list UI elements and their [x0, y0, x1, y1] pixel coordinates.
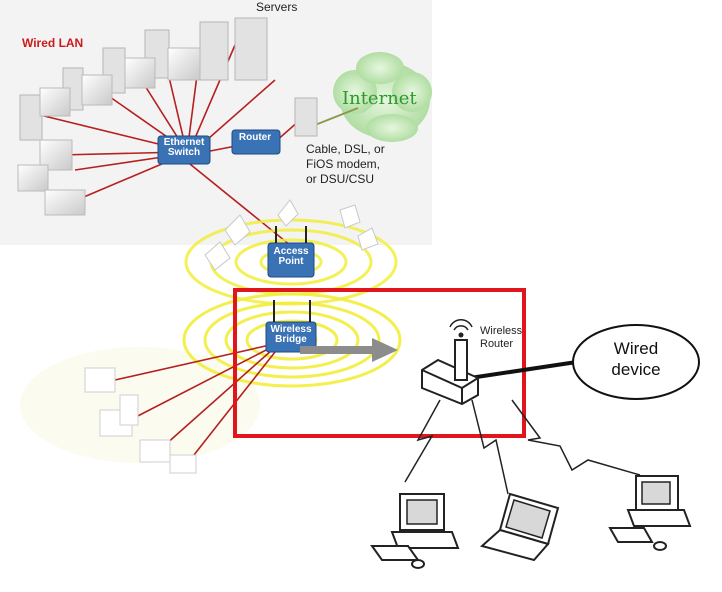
- bridge-lan-devices: [84, 367, 197, 474]
- access-point-label: Access Point: [273, 246, 309, 267]
- access-point-clients: [204, 199, 379, 271]
- laptop: [479, 492, 560, 562]
- bridge-lan-cables: [114, 344, 276, 461]
- wired-device-label: Wired device: [611, 339, 661, 379]
- internet-cloud: [333, 52, 432, 142]
- highlight-box: [233, 288, 526, 438]
- wired-device-bubble: [572, 324, 700, 400]
- router-wired-link: [469, 358, 591, 380]
- bridge-to-router-arrow: [300, 338, 398, 362]
- internet-label: Internet: [342, 88, 417, 109]
- server-monitors: [17, 47, 201, 216]
- bridge-lan-backdrop: [20, 347, 260, 463]
- wireless-bridge-label: Wireless Bridge: [270, 324, 312, 345]
- desktop-pc-right: [608, 475, 692, 551]
- server-towers: [19, 17, 318, 141]
- ethernet-switch: [157, 135, 211, 165]
- wireless-router: [421, 319, 479, 406]
- router-label: Router: [238, 132, 272, 143]
- desktop-pc-left: [370, 493, 460, 569]
- modem-label: Cable, DSL, or FiOS modem, or DSU/CSU: [306, 142, 385, 186]
- ethernet-switch-label: Ethernet Switch: [163, 137, 205, 158]
- router-box: [231, 129, 281, 155]
- modem-internet-link: [314, 107, 359, 126]
- wired-lan-label: Wired LAN: [22, 36, 84, 50]
- wireless-bridge: [265, 321, 317, 353]
- wireless-router-label: Wireless Router: [480, 325, 523, 350]
- servers-label: Servers: [256, 0, 298, 14]
- access-point: [267, 242, 315, 278]
- wireless-links: [404, 399, 641, 495]
